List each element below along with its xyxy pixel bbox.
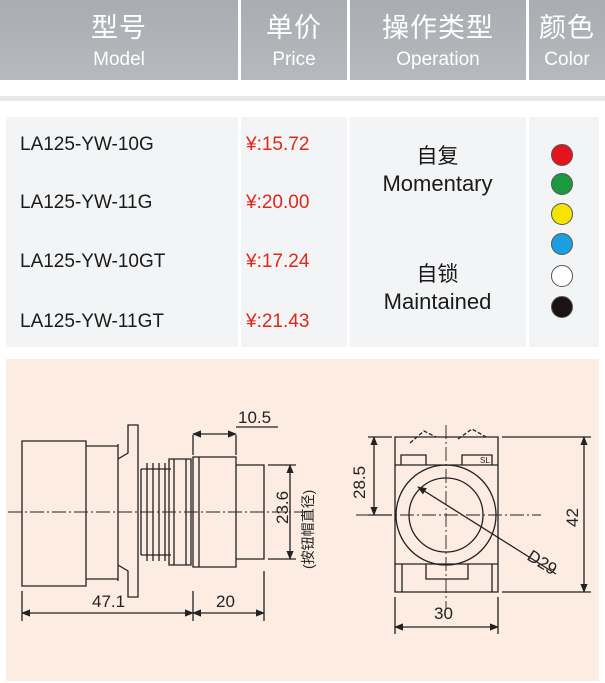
header-operation-zh: 操作类型 (382, 13, 494, 43)
operation-maintained-en: Maintained (383, 289, 492, 314)
header-model-zh: 型号 (91, 13, 147, 43)
header-model: 型号 Model (0, 0, 238, 80)
price-column (241, 117, 347, 347)
dim-23-6: 23.6 (273, 491, 292, 524)
operation-momentary: 自复 Momentary (350, 144, 525, 198)
dim-30: 30 (434, 604, 453, 623)
header-operation-en: Operation (396, 49, 480, 70)
label-sl: SL (480, 456, 490, 465)
row-3-model: LA125-YW-10GT (20, 251, 166, 272)
color-swatch-green (551, 173, 573, 195)
header-color-zh: 颜色 (539, 13, 595, 43)
header-price-en: Price (272, 49, 316, 70)
dim-42: 42 (563, 508, 582, 527)
dim-20: 20 (216, 592, 235, 611)
header-color: 颜色 Color (529, 0, 605, 80)
model-column (6, 117, 238, 347)
row-2-model: LA125-YW-11G (20, 192, 153, 213)
header-divider (0, 96, 605, 101)
operation-maintained: 自锁 Maintained (350, 262, 525, 316)
row-2-price: ¥:20.00 (246, 192, 310, 213)
dim-47-1: 47.1 (92, 592, 125, 611)
header-color-en: Color (544, 49, 590, 70)
header-price: 单价 Price (241, 0, 347, 80)
dim-button-cap-note: (按钮帽直径) (300, 490, 316, 569)
operation-maintained-zh: 自锁 (416, 263, 459, 286)
operation-momentary-zh: 自复 (416, 145, 459, 168)
row-1-model: LA125-YW-10G (20, 134, 154, 155)
color-swatch-yellow (551, 203, 573, 225)
dim-28-5: 28.5 (350, 466, 369, 499)
header-model-en: Model (93, 49, 145, 70)
dimension-drawing-panel: 10.5 23.6 (按钮帽直径) 47.1 20 28.5 42 D29 30… (6, 359, 599, 681)
dimension-drawing: 10.5 23.6 (按钮帽直径) 47.1 20 28.5 42 D29 30… (8, 408, 591, 634)
row-1-price: ¥:15.72 (246, 134, 310, 155)
color-swatch-black (551, 296, 573, 318)
row-3-price: ¥:17.24 (246, 251, 310, 272)
operation-momentary-en: Momentary (382, 171, 493, 196)
operation-column (350, 117, 526, 347)
header-price-zh: 单价 (266, 13, 322, 43)
color-swatch-white (551, 265, 573, 287)
dim-10-5: 10.5 (238, 408, 271, 427)
row-4-price: ¥:21.43 (246, 311, 310, 332)
header-operation: 操作类型 Operation (350, 0, 526, 80)
color-swatch-red (551, 144, 573, 166)
color-swatch-blue (551, 233, 573, 255)
row-4-model: LA125-YW-11GT (20, 311, 164, 332)
